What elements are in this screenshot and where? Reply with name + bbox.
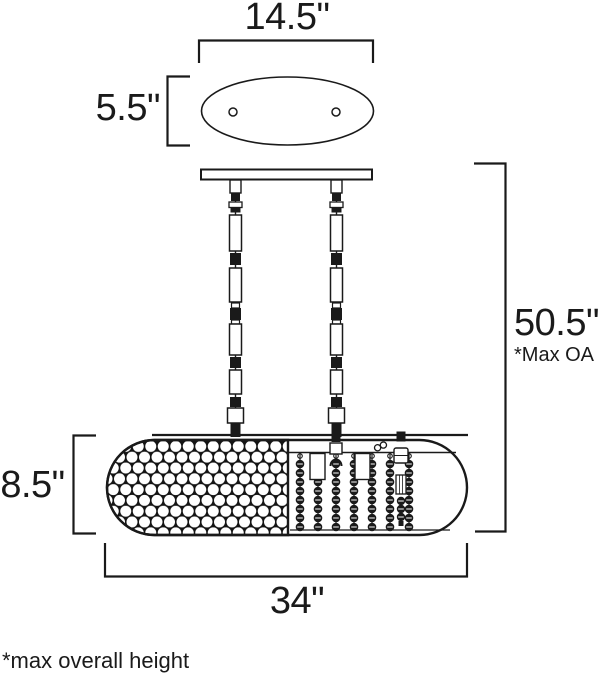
frame-plate-right (354, 452, 371, 481)
fixture-interior (288, 431, 456, 532)
frame-plate-left (309, 452, 326, 481)
footnote-text: *max overall height (2, 648, 190, 673)
overall-height-dimension: 50.5" (514, 302, 599, 344)
canopy-top-view (200, 76, 375, 146)
fixture-outline (105, 438, 469, 537)
hanger-chain-left (226, 179, 245, 438)
lamp-socket (393, 431, 409, 526)
body-width-dimension: 34" (269, 580, 325, 622)
screw-detail (373, 441, 388, 452)
overall-height-note: *Max OA (514, 344, 595, 366)
body-height-dimension: 8.5" (0, 464, 65, 506)
body-height-dim-line (72, 434, 96, 535)
canopy-depth-dimension: 5.5" (95, 87, 161, 129)
center-hanger-hook (329, 431, 343, 467)
canopy-side-view (200, 168, 373, 181)
body-width-dim-line (103, 543, 469, 578)
mesh-shade (105, 438, 290, 537)
canopy-depth-dim-line (166, 75, 190, 147)
canopy-width-dim-line (197, 39, 375, 63)
hanger-chain-right (327, 179, 346, 438)
canopy-width-dimension: 14.5" (244, 0, 330, 38)
overall-height-dim-line (474, 162, 507, 533)
fixture-body (105, 431, 469, 537)
